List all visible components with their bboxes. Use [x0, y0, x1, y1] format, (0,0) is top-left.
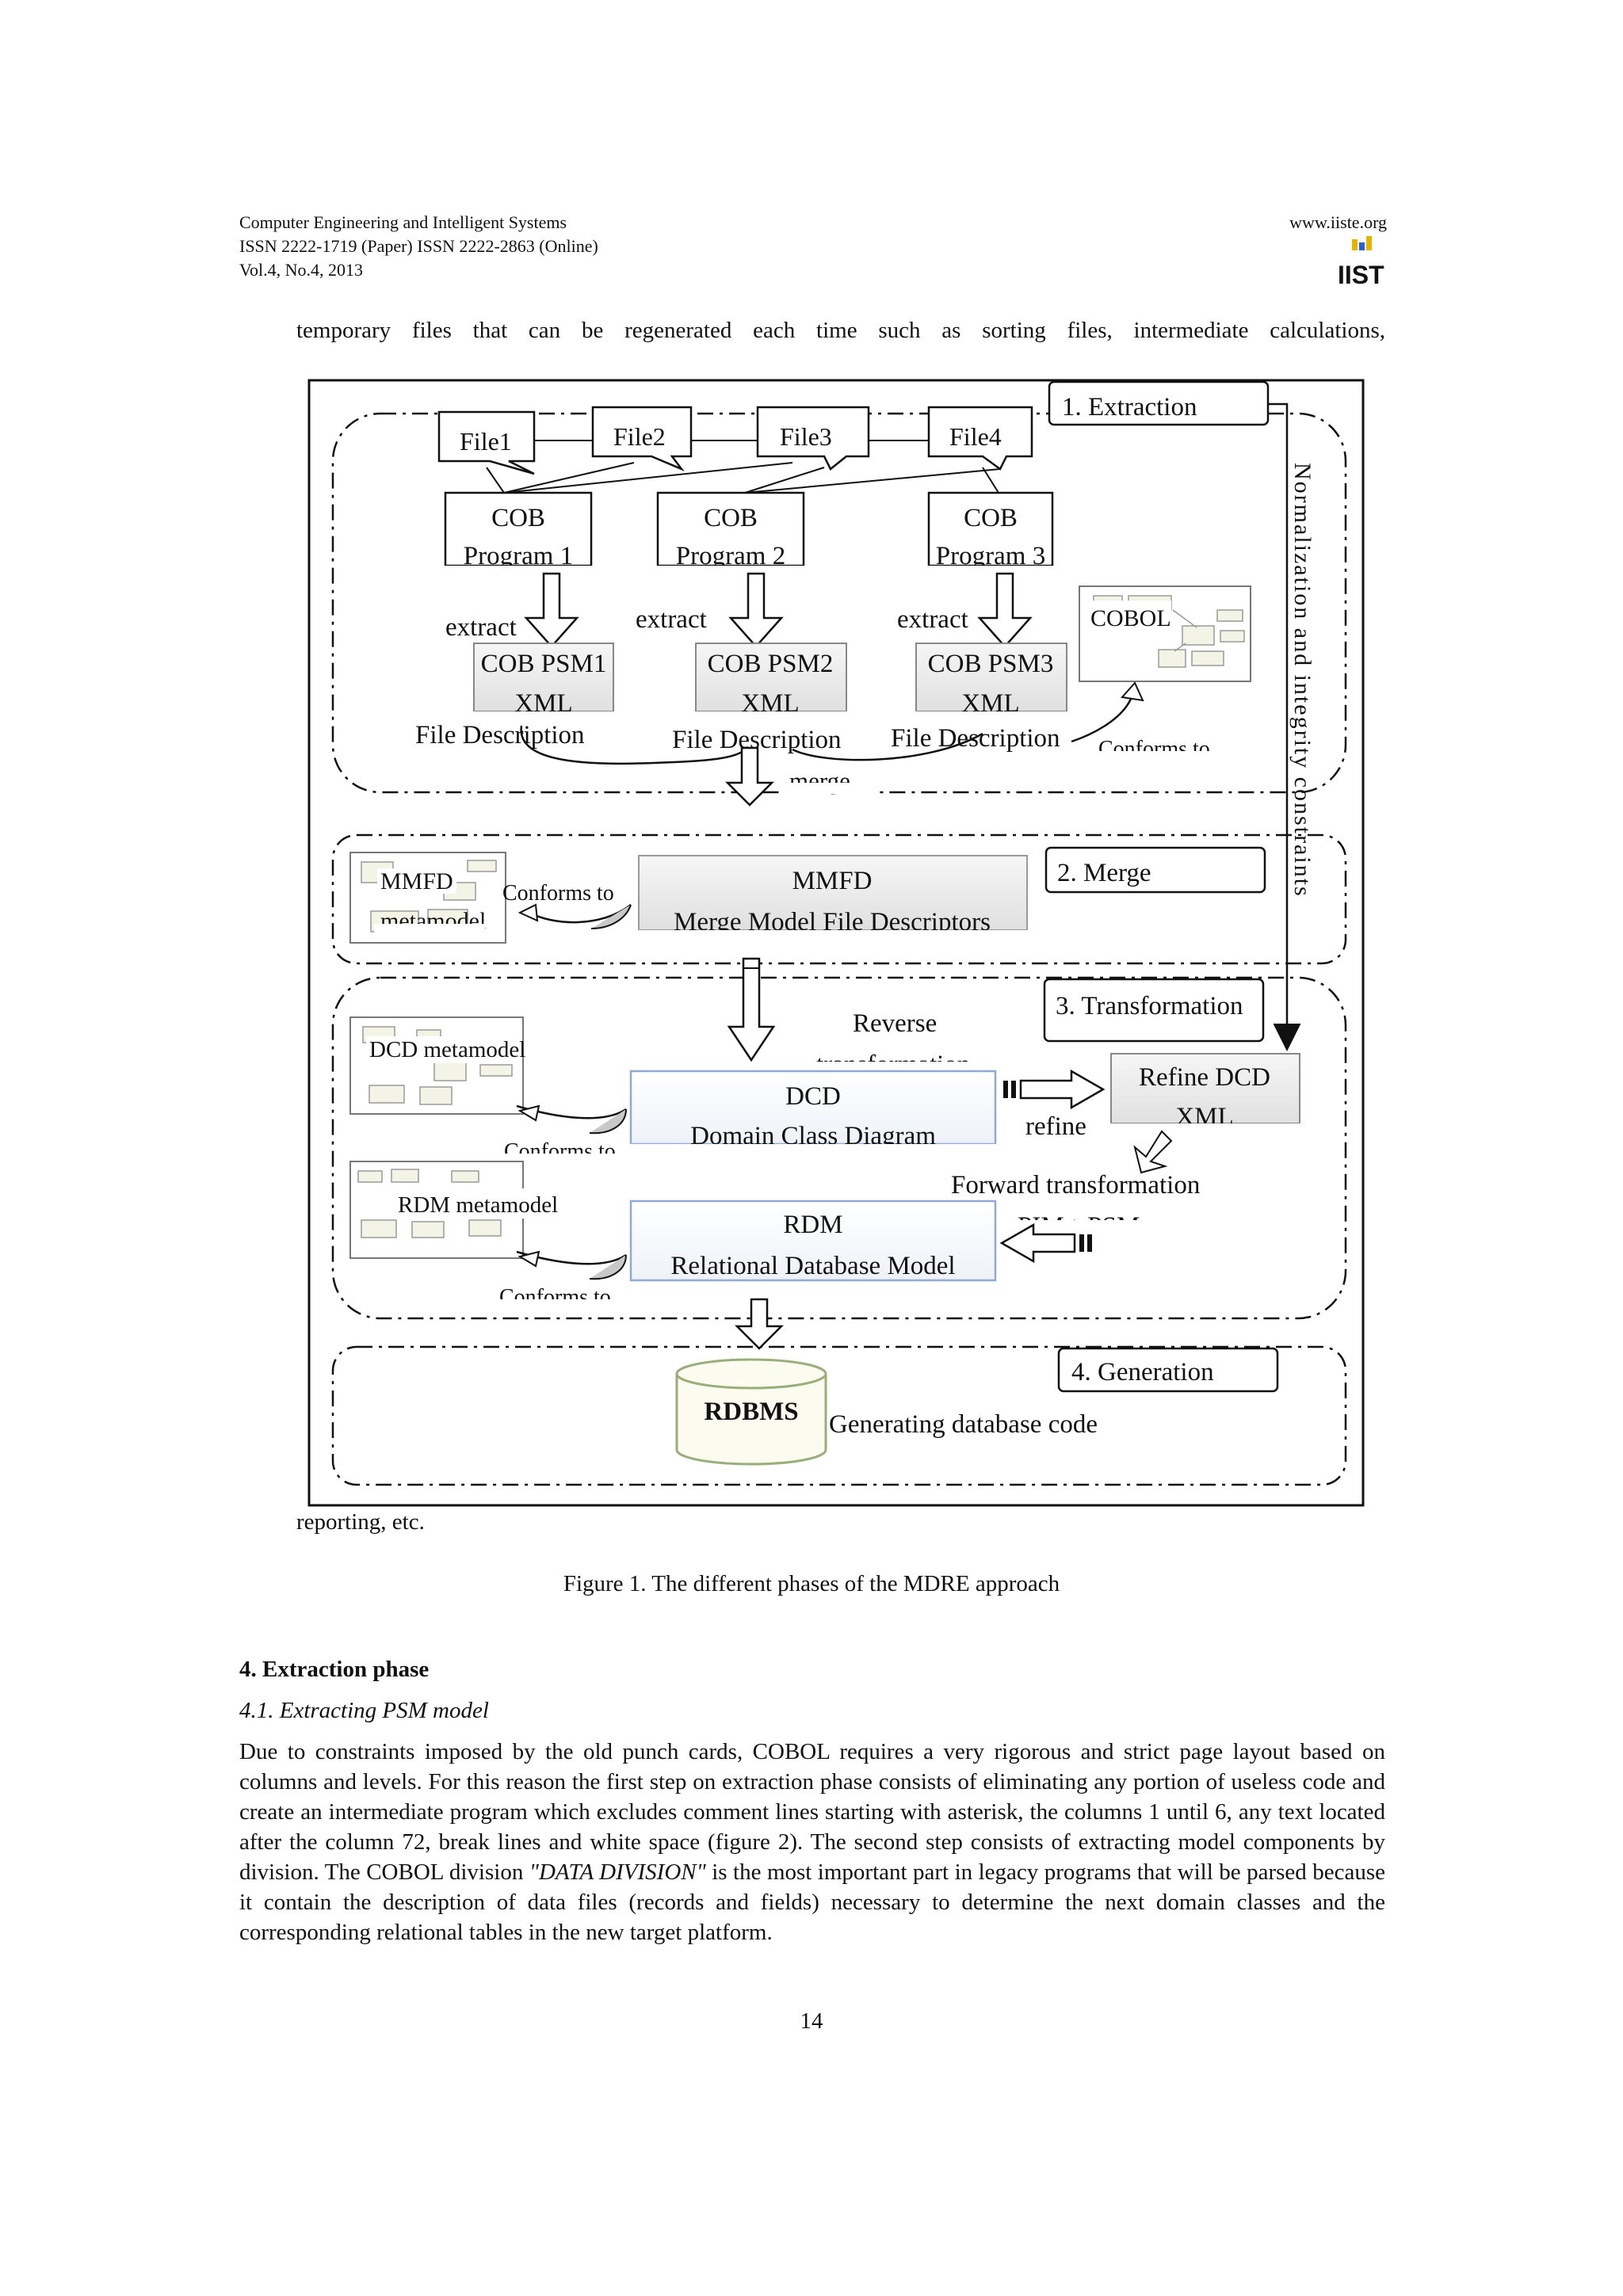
conforms-to-mmfd: Conforms to: [502, 881, 614, 906]
dcd-box: DCD Domain Class Diagram: [626, 1070, 1000, 1157]
extract-label-3: extract: [897, 605, 968, 634]
refine-arrow: [1003, 1069, 1106, 1110]
svg-text:RDBMS: RDBMS: [704, 1398, 798, 1426]
paragraph-part-2: "DATA DIVISION": [529, 1859, 706, 1885]
program-2: COB Program 2: [655, 491, 807, 589]
forward-label-1: Forward transformation: [951, 1171, 1200, 1199]
page-number: 14: [800, 2008, 823, 2034]
svg-text:File1: File1: [460, 427, 512, 456]
volume: Vol.4, No.4, 2013: [239, 260, 364, 280]
extract-arrows: [524, 572, 1033, 648]
rdm-metamodel: RDM metamodel: [349, 1161, 569, 1259]
intro-line: temporary files that can be regenerated …: [296, 318, 1385, 343]
svg-text:Relational Database Model: Relational Database Model: [670, 1252, 955, 1280]
after-figure-text: reporting, etc.: [296, 1509, 425, 1535]
svg-text:COB: COB: [704, 504, 758, 532]
refine-label: refine: [1025, 1112, 1086, 1141]
svg-text:MMFD: MMFD: [380, 868, 453, 894]
file-4: File4: [927, 406, 1033, 471]
program-1: COB Program 1: [442, 491, 594, 589]
merge-arrow: [724, 746, 775, 807]
file-2: File2: [591, 406, 693, 471]
normalization-label: Normalization and integrity constraints: [1289, 463, 1316, 898]
journal-title: Computer Engineering and Intelligent Sys…: [239, 212, 567, 232]
paragraph-part-1: Due to constraints imposed by the old pu…: [239, 1739, 1385, 1885]
paragraph-part-3: is the most important part in legacy pro…: [239, 1859, 1385, 1945]
merge-to-dcd-arrow: [727, 957, 776, 1062]
svg-text:COB PSM3: COB PSM3: [928, 650, 1054, 678]
file-1: File1: [437, 410, 536, 475]
svg-text:File4: File4: [949, 422, 1002, 451]
website: www.iiste.org: [1289, 212, 1387, 232]
extract-label-2: extract: [636, 605, 707, 634]
transformation-region: [331, 976, 1347, 1320]
refine-dcd-box: Refine DCD XML: [1106, 1053, 1304, 1136]
svg-text:DCD metamodel: DCD metamodel: [369, 1037, 525, 1062]
figure-caption: Figure 1. The different phases of the MD…: [563, 1571, 1060, 1596]
extract-label-1: extract: [445, 613, 517, 642]
svg-text:DCD: DCD: [785, 1082, 841, 1111]
cobol-conform-arrow: [1071, 692, 1135, 743]
section-subheading: 4.1. Extracting PSM model: [239, 1698, 489, 1723]
svg-text:COB PSM1: COB PSM1: [481, 650, 607, 678]
issn: ISSN 2222-1719 (Paper) ISSN 2222-2863 (O…: [239, 236, 598, 256]
reverse-label-1: Reverse: [853, 1009, 937, 1038]
merge-brace-left: [520, 725, 746, 765]
file-3: File3: [756, 406, 870, 471]
generating-label: Generating database code: [829, 1410, 1098, 1439]
svg-text:COB: COB: [964, 504, 1018, 532]
section-paragraph: Due to constraints imposed by the old pu…: [239, 1737, 1385, 1947]
psm-2: COB PSM2 XML: [693, 643, 850, 727]
rdbms-cylinder: RDBMS: [675, 1358, 827, 1466]
psm-1: COB PSM1 XML: [471, 643, 617, 727]
svg-text:RDM: RDM: [783, 1211, 842, 1239]
generation-label: 4. Generation: [1071, 1358, 1214, 1386]
psm-3: COB PSM3 XML: [913, 643, 1070, 727]
svg-text:File3: File3: [780, 422, 832, 451]
merge-brace-right: [792, 732, 983, 761]
forward-arrow: [999, 1222, 1092, 1264]
svg-text:COB PSM2: COB PSM2: [708, 650, 834, 678]
generation-label-box: [1057, 1347, 1279, 1393]
file-connectors: [486, 440, 1001, 494]
svg-text:Refine DCD: Refine DCD: [1139, 1063, 1270, 1092]
rdm-to-rdbms-arrow: [734, 1298, 785, 1350]
svg-text:RDM metamodel: RDM metamodel: [398, 1192, 558, 1218]
merge-region: [331, 833, 1347, 965]
mmfd-box: MMFD Merge Model File Descriptors: [634, 855, 1030, 943]
section-heading: 4. Extraction phase: [239, 1657, 430, 1682]
svg-text:File2: File2: [613, 422, 666, 451]
extraction-label: 1. Extraction: [1062, 393, 1197, 421]
merge-label-box: [1044, 846, 1266, 894]
transformation-label-box: [1043, 978, 1265, 1043]
mmfd-metamodel: MMFD metamodel: [349, 852, 506, 944]
rdm-box: RDM Relational Database Model: [629, 1199, 997, 1282]
normalization-arrow: [1268, 402, 1301, 1051]
cobol-metamodel: COBOL: [1079, 585, 1251, 682]
figure-frame: [307, 379, 1365, 1507]
refine-down-arrow: [1133, 1130, 1173, 1174]
transformation-label: 3. Transformation: [1056, 992, 1243, 1020]
svg-text:MMFD: MMFD: [792, 867, 873, 895]
generation-region: [331, 1345, 1347, 1486]
svg-text:COBOL: COBOL: [1090, 605, 1171, 631]
merge-label: 2. Merge: [1057, 859, 1151, 887]
dcd-metamodel: DCD metamodel: [349, 1016, 525, 1115]
svg-text:COB: COB: [491, 504, 545, 532]
file-description-1: File Description: [415, 721, 585, 749]
program-3: COB Program 3: [926, 491, 1056, 589]
